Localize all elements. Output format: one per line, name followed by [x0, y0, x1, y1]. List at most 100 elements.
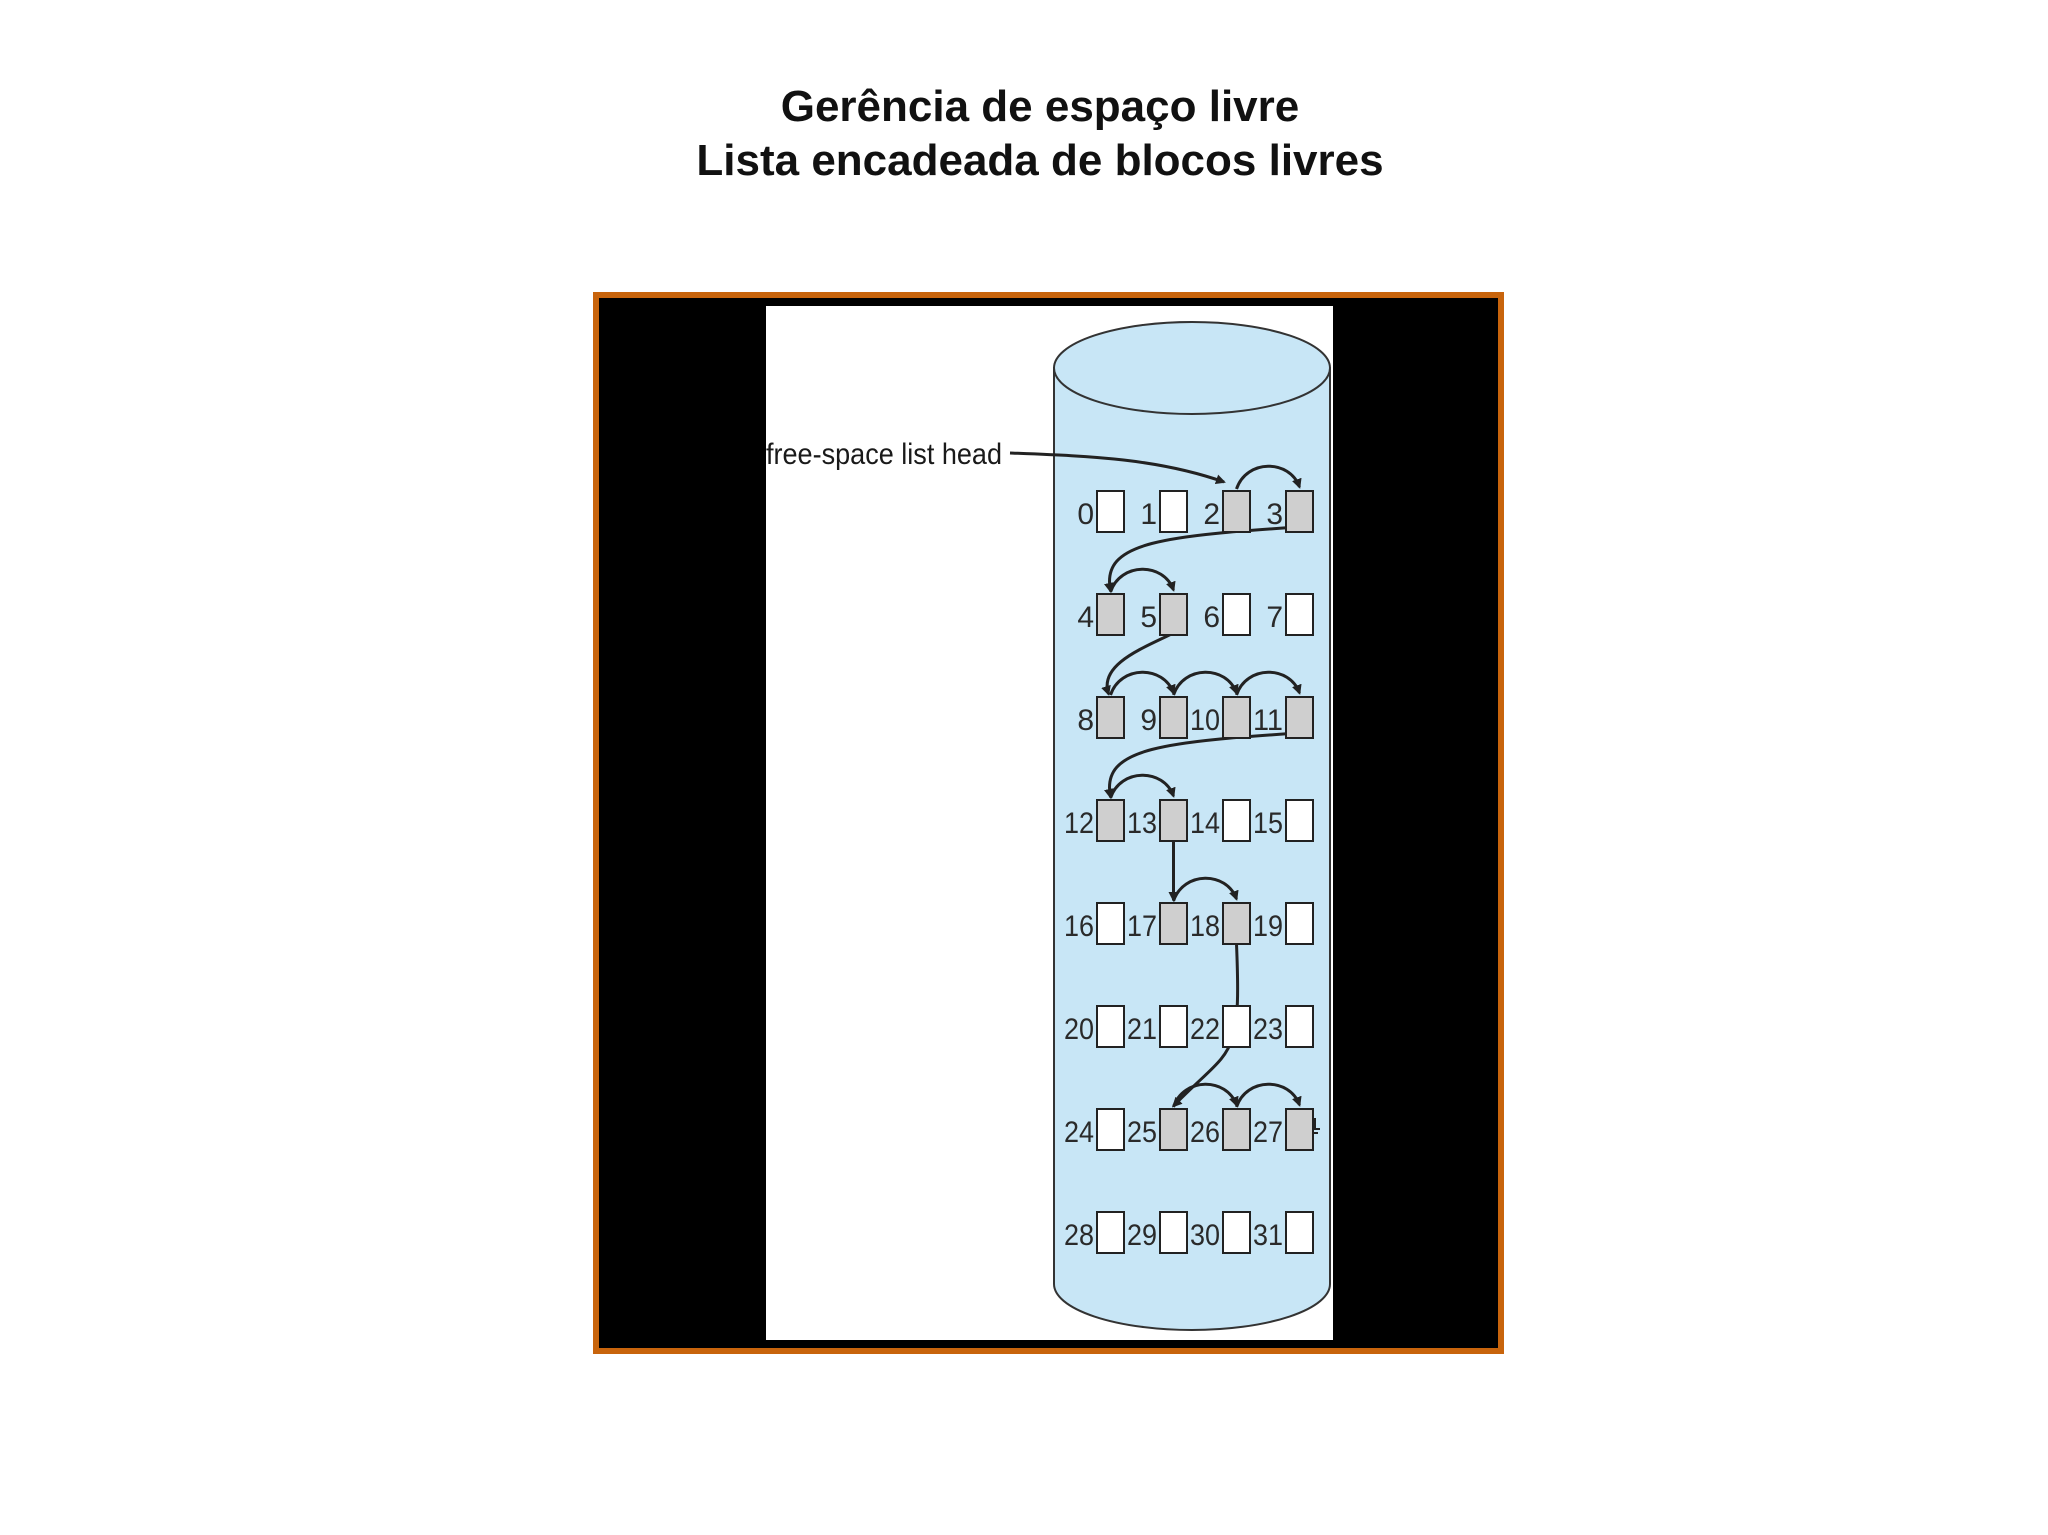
- free-block-box: [1159, 799, 1188, 842]
- block-number-label: 4: [1077, 601, 1094, 634]
- disk-block-3: 3: [1266, 490, 1314, 533]
- disk-block-27: 27: [1253, 1108, 1314, 1151]
- link-arrow-10-11: [1235, 670, 1302, 696]
- used-block-box: [1159, 1211, 1188, 1254]
- link-arrow-17-18: [1172, 876, 1239, 902]
- disk-block-20: 20: [1064, 1005, 1125, 1048]
- block-number-label: 5: [1140, 601, 1157, 634]
- link-arrow-25-26: [1172, 1082, 1239, 1108]
- block-number-label: 13: [1127, 807, 1157, 840]
- used-block-box: [1096, 1005, 1125, 1048]
- disk-block-14: 14: [1190, 799, 1251, 842]
- free-block-box: [1222, 902, 1251, 945]
- block-number-label: 17: [1127, 910, 1157, 943]
- block-number-label: 27: [1253, 1116, 1283, 1149]
- disk-block-12: 12: [1064, 799, 1125, 842]
- block-number-label: 8: [1077, 704, 1094, 737]
- block-number-label: 31: [1253, 1219, 1283, 1252]
- used-block-box: [1096, 1108, 1125, 1151]
- free-block-box: [1222, 696, 1251, 739]
- link-arrow-9-10: [1172, 670, 1239, 696]
- used-block-box: [1159, 490, 1188, 533]
- block-number-label: 3: [1266, 498, 1283, 531]
- disk-block-11: 11: [1253, 696, 1314, 739]
- disk-block-28: 28: [1064, 1211, 1125, 1254]
- head-pointer-arrow: [1009, 451, 1226, 485]
- block-number-label: 20: [1064, 1013, 1094, 1046]
- block-number-label: 28: [1064, 1219, 1094, 1252]
- disk-block-0: 0: [1077, 490, 1125, 533]
- free-block-box: [1285, 490, 1314, 533]
- used-block-box: [1222, 1211, 1251, 1254]
- block-number-label: 23: [1253, 1013, 1283, 1046]
- disk-block-25: 25: [1127, 1108, 1188, 1151]
- used-block-box: [1096, 902, 1125, 945]
- cylinder-top: [1053, 321, 1331, 415]
- free-space-list-head-label: free-space list head: [766, 438, 1002, 471]
- free-block-box: [1096, 696, 1125, 739]
- disk-block-13: 13: [1127, 799, 1188, 842]
- title-line-1: Gerência de espaço livre: [780, 82, 1300, 131]
- block-number-label: 2: [1203, 498, 1220, 531]
- disk-block-23: 23: [1253, 1005, 1314, 1048]
- link-arrow-26-27: [1235, 1082, 1302, 1108]
- block-number-label: 29: [1127, 1219, 1157, 1252]
- disk-block-7: 7: [1266, 593, 1314, 636]
- free-block-box: [1096, 799, 1125, 842]
- block-number-label: 9: [1140, 704, 1157, 737]
- used-block-box: [1222, 799, 1251, 842]
- link-arrow-11-12: [1104, 730, 1314, 799]
- disk-block-31: 31: [1253, 1211, 1314, 1254]
- link-arrow-3-4: [1104, 524, 1314, 593]
- free-block-box: [1096, 593, 1125, 636]
- block-number-label: 7: [1266, 601, 1283, 634]
- link-arrow-2-3: [1235, 464, 1302, 490]
- link-arrow-8-9: [1109, 670, 1176, 696]
- disk-block-24: 24: [1064, 1108, 1125, 1151]
- disk-block-22: 22: [1190, 1005, 1251, 1048]
- disk-block-9: 9: [1140, 696, 1188, 739]
- used-block-box: [1285, 799, 1314, 842]
- used-block-box: [1222, 593, 1251, 636]
- disk-block-5: 5: [1140, 593, 1188, 636]
- block-number-label: 19: [1253, 910, 1283, 943]
- free-block-box: [1159, 696, 1188, 739]
- disk-block-18: 18: [1190, 902, 1251, 945]
- disk-block-6: 6: [1203, 593, 1251, 636]
- block-number-label: 24: [1064, 1116, 1094, 1149]
- block-number-label: 30: [1190, 1219, 1220, 1252]
- used-block-box: [1285, 902, 1314, 945]
- title-line-2: Lista encadeada de blocos livres: [696, 136, 1384, 185]
- free-block-box: [1285, 1108, 1314, 1151]
- link-arrow-5-8: [1101, 631, 1175, 696]
- free-block-box: [1159, 1108, 1188, 1151]
- disk-block-30: 30: [1190, 1211, 1251, 1254]
- block-number-label: 1: [1140, 498, 1157, 531]
- slide-title: Gerência de espaço livre Lista encadeada…: [0, 80, 2048, 188]
- disk-block-29: 29: [1127, 1211, 1188, 1254]
- block-number-label: 16: [1064, 910, 1094, 943]
- free-block-box: [1159, 902, 1188, 945]
- block-number-label: 25: [1127, 1116, 1157, 1149]
- used-block-box: [1096, 1211, 1125, 1254]
- block-number-label: 26: [1190, 1116, 1220, 1149]
- block-number-label: 12: [1064, 807, 1094, 840]
- free-block-box: [1222, 490, 1251, 533]
- disk-block-26: 26: [1190, 1108, 1251, 1151]
- free-block-box: [1222, 1108, 1251, 1151]
- disk-block-17: 17: [1127, 902, 1188, 945]
- disk-block-16: 16: [1064, 902, 1125, 945]
- link-arrow-4-5: [1109, 567, 1176, 593]
- block-number-label: 18: [1190, 910, 1220, 943]
- disk-block-2: 2: [1203, 490, 1251, 533]
- link-arrow-12-13: [1109, 773, 1176, 799]
- block-number-label: 0: [1077, 498, 1094, 531]
- disk-block-8: 8: [1077, 696, 1125, 739]
- free-block-box: [1285, 696, 1314, 739]
- disk-block-21: 21: [1127, 1005, 1188, 1048]
- used-block-box: [1222, 1005, 1251, 1048]
- disk-block-1: 1: [1140, 490, 1188, 533]
